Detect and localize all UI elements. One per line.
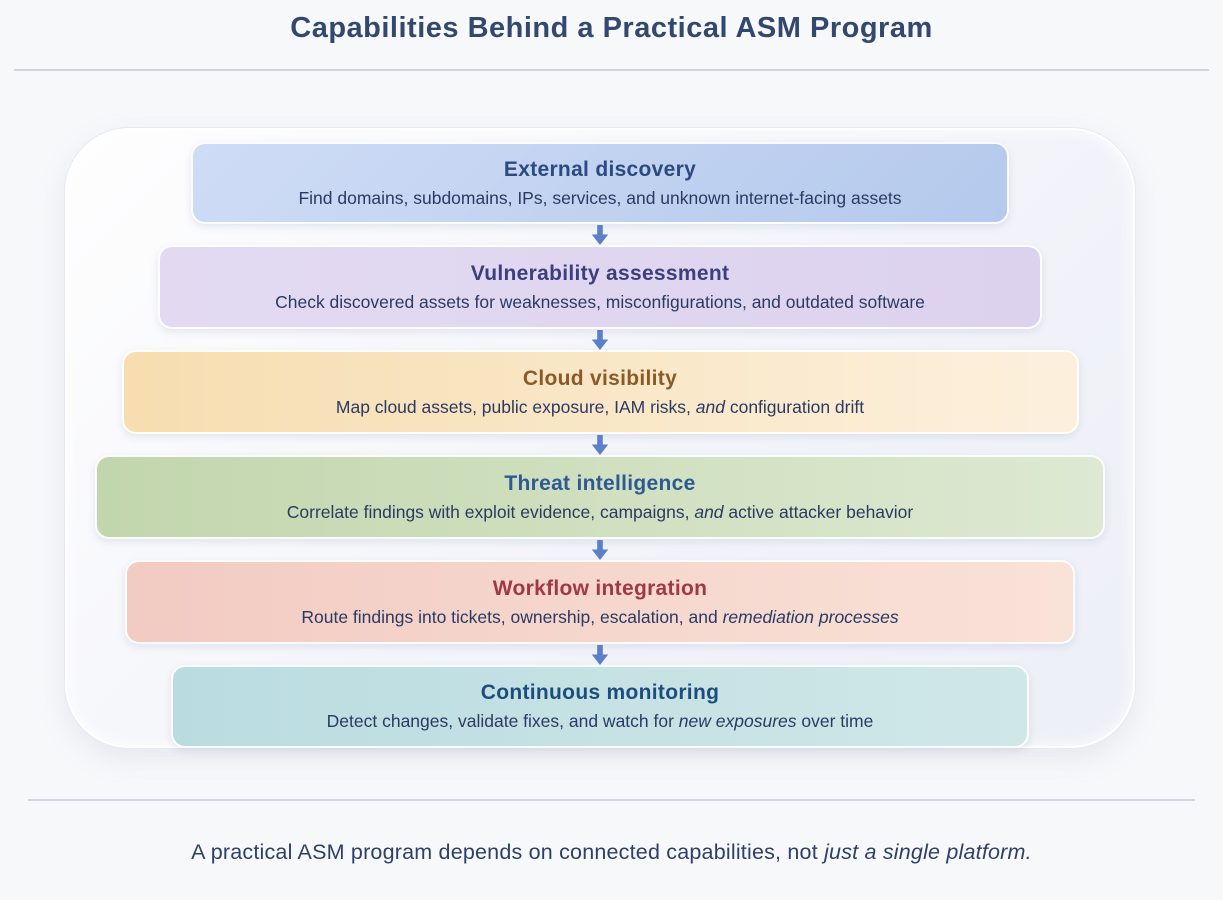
down-arrow-icon <box>591 539 609 560</box>
step-description: Check discovered assets for weaknesses, … <box>275 291 925 312</box>
step-description: Find domains, subdomains, IPs, services,… <box>298 187 902 208</box>
footer-text: A practical ASM program depends on conne… <box>191 840 825 864</box>
top-divider <box>14 69 1209 71</box>
down-arrow-icon <box>591 434 609 455</box>
step-title: Threat intelligence <box>504 471 696 495</box>
down-arrow-icon <box>591 329 609 350</box>
bottom-divider <box>28 799 1195 801</box>
step-title: External discovery <box>503 157 697 181</box>
footer-text-italic: just a single platform. <box>824 840 1032 864</box>
step-description: Map cloud assets, public exposure, IAM r… <box>335 396 865 417</box>
step-description: Correlate findings with exploit evidence… <box>286 501 914 522</box>
page-title: Capabilities Behind a Practical ASM Prog… <box>290 12 933 44</box>
footer-note: A practical ASM program depends on conne… <box>0 840 1223 865</box>
down-arrow-icon <box>591 224 609 245</box>
step-title: Vulnerability assessment <box>470 261 730 285</box>
down-arrow-icon <box>591 644 609 665</box>
step-description: Route findings into tickets, ownership, … <box>301 606 899 627</box>
step-title: Cloud visibility <box>522 366 678 390</box>
step-title: Continuous monitoring <box>480 681 720 704</box>
step-title: Workflow integration <box>492 576 708 600</box>
step-description: Detect changes, validate fixes, and watc… <box>326 711 874 731</box>
